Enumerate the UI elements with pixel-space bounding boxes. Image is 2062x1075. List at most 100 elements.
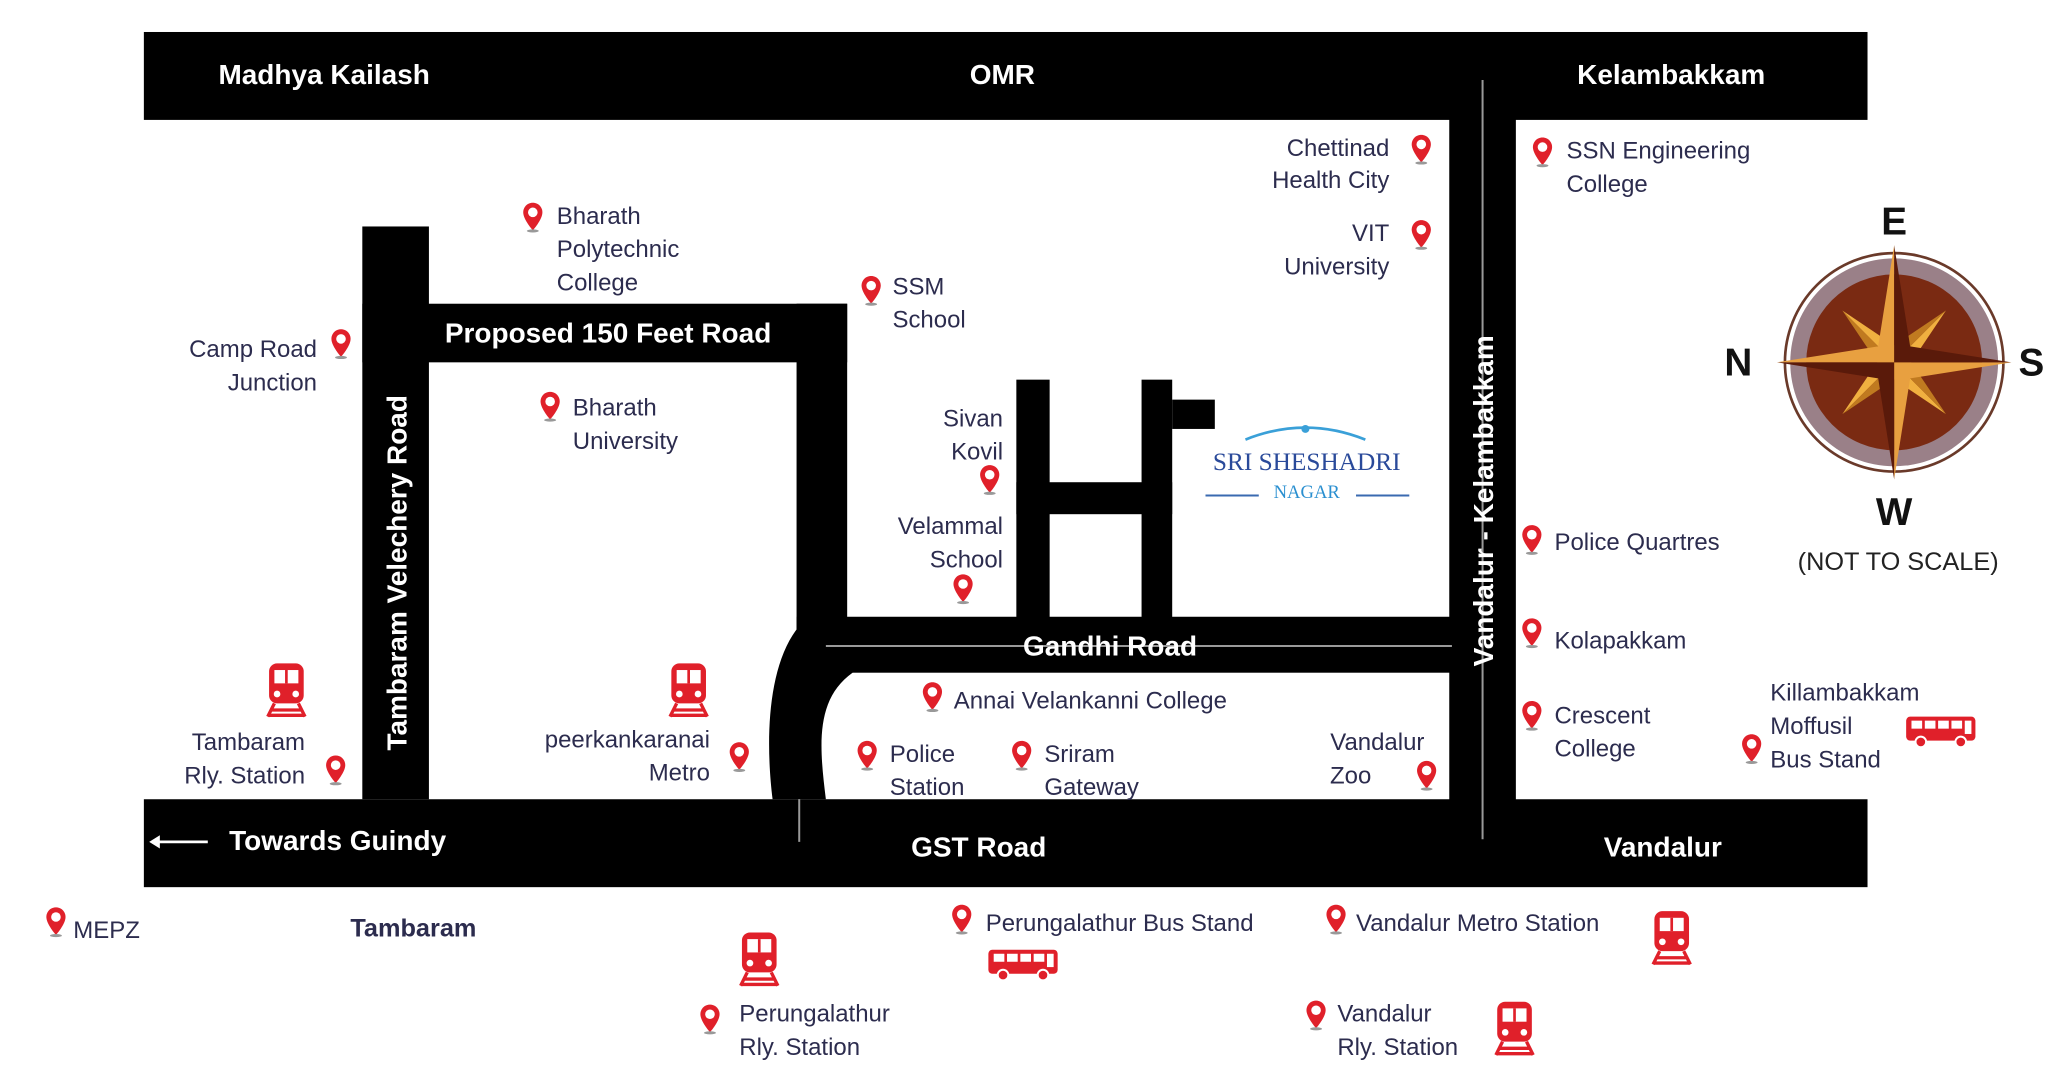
map-pin-icon (1522, 700, 1542, 731)
logo-title: SRI SHESHADRI (1213, 448, 1401, 476)
map-pin-icon (861, 276, 881, 306)
map-pin-icon (1532, 137, 1553, 168)
train-icon (1494, 1000, 1535, 1057)
train-icon (1651, 909, 1693, 967)
omr-road (143, 31, 1868, 120)
road-label-proposed: Proposed 150 Feet Road (445, 317, 771, 348)
train-icon (266, 661, 307, 719)
road-label-gandhi: Gandhi Road (1023, 630, 1197, 661)
map-pin-icon (1411, 220, 1431, 250)
compass-south: S (2018, 342, 2044, 385)
map-pin-icon (1411, 134, 1431, 165)
map-pin-icon (1522, 618, 1542, 649)
train-icon (668, 661, 709, 719)
road-label-madhya-kailash: Madhya Kailash (218, 59, 429, 90)
map-pin-icon (980, 465, 1000, 495)
road-label-vandalur-kelambakkam: Vandalur - Kelambakkam (1468, 335, 1499, 666)
train-icon (738, 930, 780, 988)
sri-sheshadri-nagar-logo: SRI SHESHADRI NAGAR (1205, 424, 1410, 503)
map-pin-icon (700, 1004, 720, 1035)
roads (143, 31, 1868, 888)
map-pin-icon (1417, 760, 1437, 791)
road-label-omr: OMR (970, 59, 1035, 90)
place-annai-velankanni: Annai Velankanni College (922, 682, 1227, 715)
map-pin-icon (523, 202, 543, 233)
compass-west: W (1876, 491, 1913, 534)
map-pin-icon (326, 755, 346, 786)
map-pin-icon (857, 740, 877, 771)
map-pin-icon (1522, 525, 1542, 555)
map-pin-icon (540, 391, 560, 422)
svg-text:Vandalur Metro Station: Vandalur Metro Station (1356, 910, 1599, 937)
not-to-scale-note: (NOT TO SCALE) (1798, 548, 1999, 576)
map-pin-icon (953, 574, 973, 605)
h-cross (1016, 482, 1173, 515)
bus-icon (987, 948, 1059, 982)
place-mepz: MEPZ (46, 907, 140, 944)
lane-dividers (798, 79, 1484, 842)
svg-text:MEPZ: MEPZ (73, 917, 140, 944)
map-pin-icon (1742, 734, 1762, 764)
proposed-150-feet-road (362, 303, 848, 363)
map-pin-icon (1326, 904, 1346, 935)
place-perungalathur-bus-stand: Perungalathur Bus Stand (952, 904, 1254, 982)
logo-subtitle: NAGAR (1274, 482, 1341, 503)
place-vandalur-metro: Vandalur Metro Station (1326, 904, 1693, 967)
svg-text:Annai Velankanni College: Annai Velankanni College (954, 688, 1227, 715)
svg-text:Perungalathur Bus Stand: Perungalathur Bus Stand (986, 910, 1254, 937)
place-tambaram: Tambaram (350, 914, 476, 942)
map-pin-icon (922, 682, 943, 713)
road-label-gst: GST Road (911, 832, 1046, 863)
connector-road (769, 626, 853, 800)
map-pin-icon (1306, 1000, 1326, 1031)
map-pin-icon (46, 907, 66, 938)
proposed-road-vertical (796, 303, 848, 651)
compass-north: N (1724, 342, 1752, 385)
gst-road (143, 799, 1868, 888)
compass-east: E (1881, 200, 1907, 243)
arrow-left-icon (149, 835, 208, 849)
compass-rose-icon: E N S W (NOT TO SCALE) (1724, 200, 2044, 576)
road-label-kelambakkam: Kelambakkam (1577, 59, 1765, 90)
bus-icon (1905, 715, 1977, 749)
svg-text:Police Quartres: Police Quartres (1554, 529, 1719, 556)
map-pin-icon (729, 742, 749, 772)
place-police-quartres: Police Quartres (1522, 525, 1720, 556)
svg-text:Kolapakkam: Kolapakkam (1554, 628, 1686, 655)
road-label-tambaram-velechery: Tambaram Velechery Road (381, 395, 412, 750)
h-stub (1172, 399, 1215, 429)
